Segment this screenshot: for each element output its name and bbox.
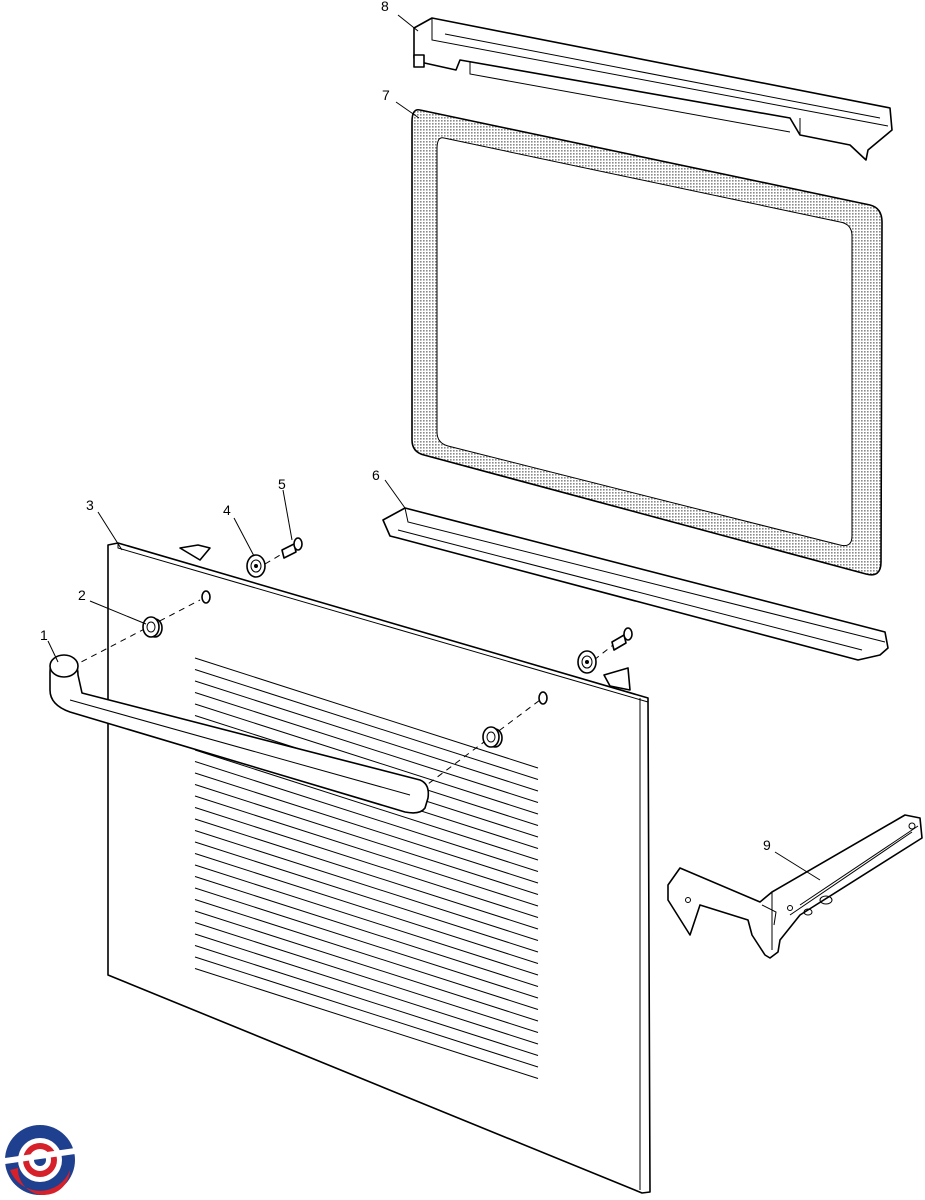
vent-slot xyxy=(194,968,539,1079)
callout-5: 5 xyxy=(278,476,286,492)
top-door-trim-part[interactable] xyxy=(413,17,893,161)
callout-9: 9 xyxy=(763,837,771,853)
vent-slot xyxy=(194,864,539,976)
brand-logo-icon xyxy=(5,1125,75,1196)
assembly-line xyxy=(593,637,623,661)
vent-slot xyxy=(194,876,539,987)
callout-2: 2 xyxy=(78,587,86,603)
vent-slot xyxy=(194,887,539,999)
vent-slot xyxy=(194,703,539,815)
assembly-line xyxy=(419,699,541,791)
vent-slot xyxy=(194,899,539,1010)
vent-slot xyxy=(194,956,539,1068)
screw-part[interactable] xyxy=(281,537,633,651)
lower-glass-trim-part[interactable] xyxy=(382,507,889,661)
vent-slot xyxy=(194,749,539,861)
vent-slot xyxy=(194,807,539,918)
vent-slot xyxy=(194,841,539,953)
callout-7: 7 xyxy=(382,87,390,103)
callout-4: 4 xyxy=(223,502,231,518)
door-hinge-part[interactable] xyxy=(667,814,923,959)
vent-slot xyxy=(194,692,539,803)
vent-slot xyxy=(194,761,539,872)
vent-slot xyxy=(194,795,539,907)
vent-slot xyxy=(194,818,539,930)
vent-slot xyxy=(194,657,539,769)
vent-slot xyxy=(194,772,539,884)
callout-6: 6 xyxy=(372,467,380,483)
callout-labels: 8 7 6 5 4 3 2 1 9 xyxy=(40,0,771,853)
vent-slot xyxy=(194,945,539,1056)
handle-spacer-part[interactable] xyxy=(142,616,503,748)
callout-1: 1 xyxy=(40,627,48,643)
outer-door-panel-part[interactable] xyxy=(107,542,651,1194)
vent-slot xyxy=(194,922,539,1033)
vent-slot xyxy=(194,830,539,941)
vent-slot xyxy=(194,853,539,964)
vent-slot xyxy=(194,680,539,792)
door-handle-part[interactable] xyxy=(49,654,430,814)
callout-3: 3 xyxy=(86,497,94,513)
assembly-line xyxy=(61,599,201,673)
vent-slot xyxy=(194,933,539,1045)
callout-8: 8 xyxy=(381,0,389,14)
vent-slot xyxy=(194,910,539,1022)
door-glass-part[interactable] xyxy=(411,108,883,576)
washer-part[interactable] xyxy=(246,554,597,674)
leader-lines xyxy=(47,14,821,881)
vent-slot xyxy=(194,784,539,895)
vent-slot xyxy=(194,669,539,780)
